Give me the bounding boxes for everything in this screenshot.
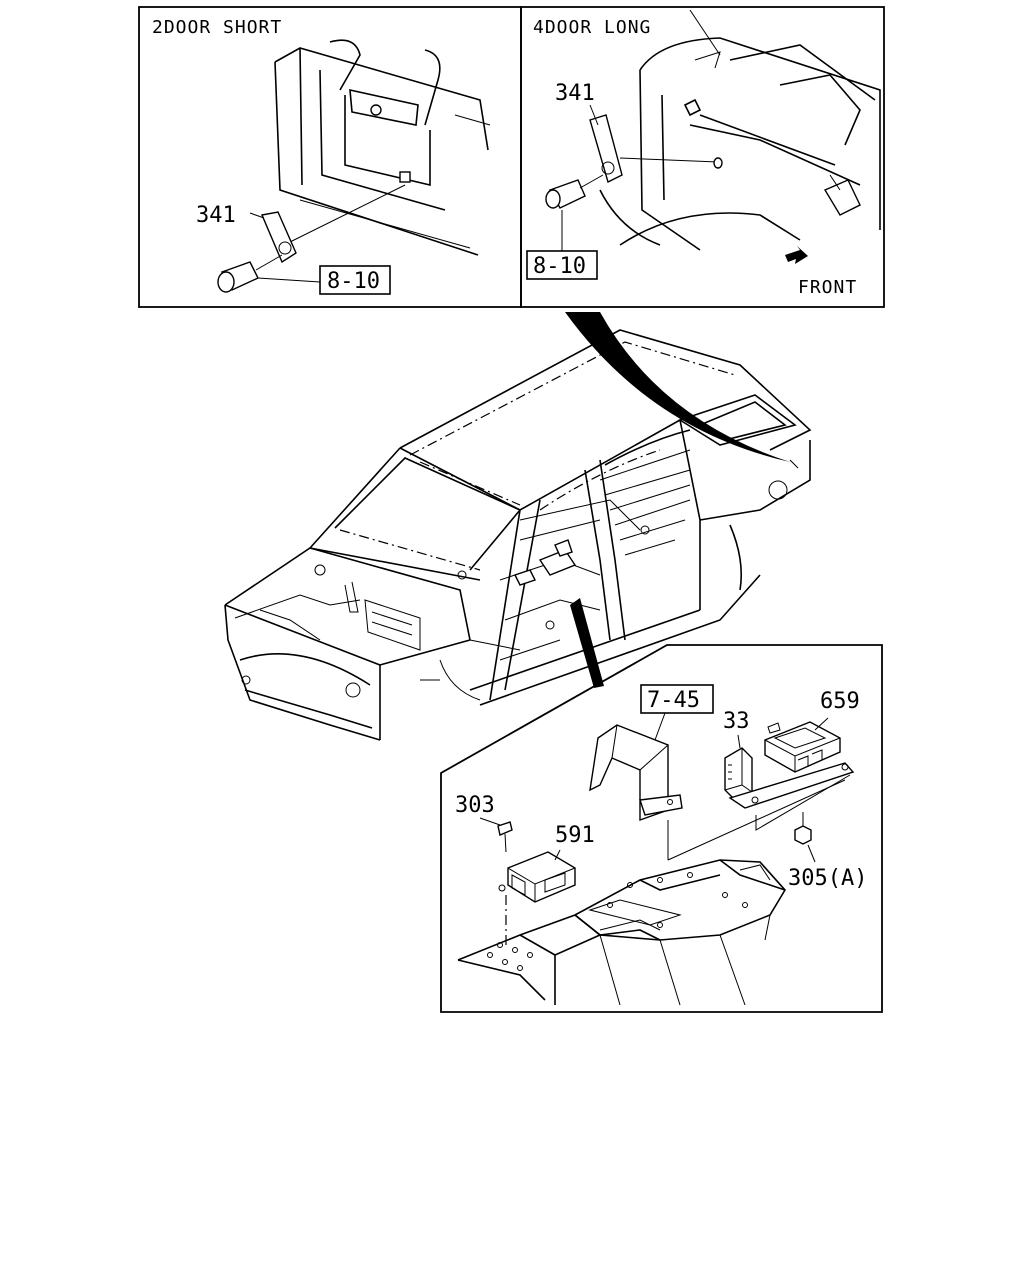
mounting-plate	[728, 762, 855, 809]
callout-33: 33	[723, 709, 750, 734]
ref-box-7-45	[640, 684, 714, 714]
panel-2door-title: 2DOOR SHORT	[152, 17, 282, 38]
ref-box-8-10-4door	[526, 250, 598, 280]
panel-4door-long: 4DOOR LONG 341	[520, 6, 885, 308]
rear-quarter-interior-4door	[599, 9, 881, 251]
vehicle-body-shell	[224, 329, 812, 741]
connector-2door	[217, 254, 321, 293]
rear-quarter-interior-2door	[274, 39, 491, 256]
detail-panel: 7-45 33 659	[440, 644, 883, 1013]
panel-2door-short: 2DOOR SHORT 341	[138, 6, 522, 308]
ref-label-7-45: 7-45	[647, 688, 700, 713]
part-33-sensor	[724, 734, 753, 801]
part-341-bracket-2door	[249, 211, 297, 264]
leader-sweep-top	[565, 312, 790, 462]
part-591-control-unit	[498, 849, 576, 903]
direction-label-front: FRONT	[798, 277, 857, 298]
floor-tunnel-section	[457, 859, 786, 1006]
leader-sweep-bottom	[570, 598, 604, 688]
ref-box-8-10-2door	[319, 265, 391, 295]
callout-659: 659	[820, 689, 860, 714]
front-arrow-icon	[785, 246, 808, 264]
ref-label-8-10-4door: 8-10	[533, 254, 586, 279]
part-341-bracket-4door	[589, 104, 623, 184]
part-305a-nut	[794, 812, 816, 863]
mounting-bracket	[589, 712, 683, 821]
callout-341-2door: 341	[196, 203, 236, 228]
ref-label-8-10-2door: 8-10	[327, 269, 380, 294]
callout-591: 591	[555, 823, 595, 848]
callout-303: 303	[455, 793, 495, 818]
callout-305a: 305(A)	[788, 866, 867, 891]
callout-341-4door: 341	[555, 81, 595, 106]
part-659-module	[764, 717, 841, 773]
part-303-screw	[479, 817, 513, 853]
panel-4door-title: 4DOOR LONG	[533, 17, 651, 38]
connector-4door	[545, 174, 604, 252]
